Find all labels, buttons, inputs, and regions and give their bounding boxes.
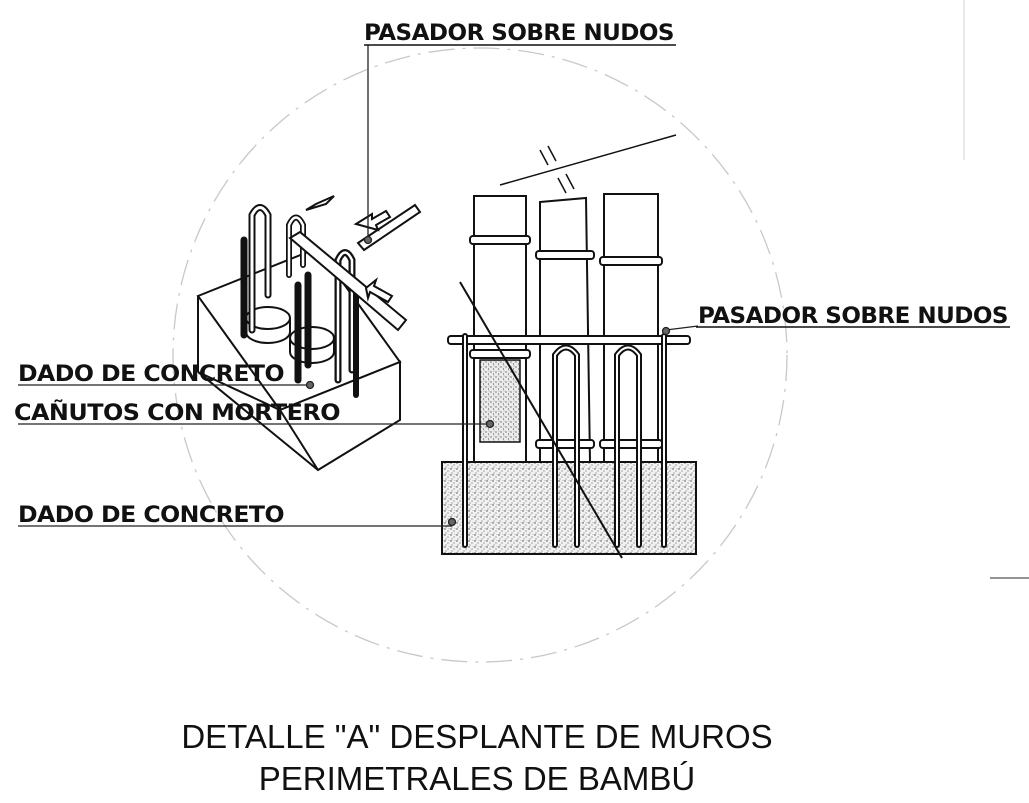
section-rebars: [462, 333, 667, 548]
concrete-base: [441, 461, 697, 555]
leader-lines: [18, 45, 699, 527]
label-pasador-top: PASADOR SOBRE NUDOS: [364, 21, 674, 46]
caption-line-1: DETALLE "A" DESPLANTE DE MUROS: [181, 718, 772, 755]
right-edge-fragments: [963, 0, 1029, 579]
horizontal-pin: [447, 335, 691, 345]
break-marks: [499, 134, 677, 194]
direction-arrows: [353, 209, 394, 304]
label-pasador-right: PASADOR SOBRE NUDOS: [698, 304, 1008, 329]
label-canutos: CAÑUTOS CON MORTERO: [14, 400, 340, 426]
detail-circle: [172, 47, 788, 663]
isometric-pin: [288, 195, 422, 332]
label-dado-lower: DADO DE CONCRETO: [18, 503, 284, 528]
caption-line-2: PERIMETRALES DE BAMBÚ: [259, 760, 695, 797]
label-dado-upper: DADO DE CONCRETO: [18, 362, 284, 387]
isometric-rebars: [240, 204, 359, 398]
section-cut-line: [459, 281, 623, 559]
